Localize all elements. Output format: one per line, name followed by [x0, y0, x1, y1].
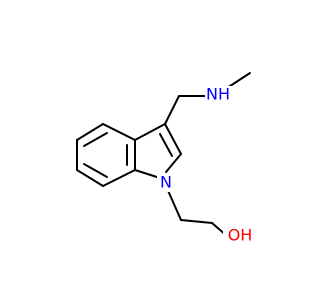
molecule-diagram: N NH OH: [0, 0, 300, 300]
bond-c3a-c3: [134, 123, 166, 141]
bond-c3-c2-inner: [159, 133, 173, 157]
bond-c3-c2: [164, 123, 182, 155]
bond-nh-ch3: [226, 72, 251, 89]
diagram-background: [0, 0, 300, 300]
bond-c4-c5: [76, 123, 104, 141]
bond-ch2-ch2: [180, 219, 213, 224]
bond-c3a-c4: [102, 123, 136, 141]
indole-nitrogen-label: N: [160, 173, 172, 192]
bond-c2-n1: [165, 153, 182, 173]
bond-c6-c7-inner: [83, 163, 108, 178]
bond-c3-ch2: [164, 95, 180, 125]
hydroxyl-oxygen-label: OH: [228, 226, 253, 245]
bond-c7a-n1: [134, 169, 161, 179]
n1-label-background: [157, 174, 173, 192]
bond-c6-c7: [76, 169, 104, 187]
bond-c4-c5-inner: [83, 132, 108, 147]
bond-c7-c7a: [102, 169, 136, 187]
hydroxyl-label-background: [223, 227, 257, 245]
amine-label-background: [205, 86, 233, 104]
amine-nitrogen-label: NH: [206, 85, 230, 104]
